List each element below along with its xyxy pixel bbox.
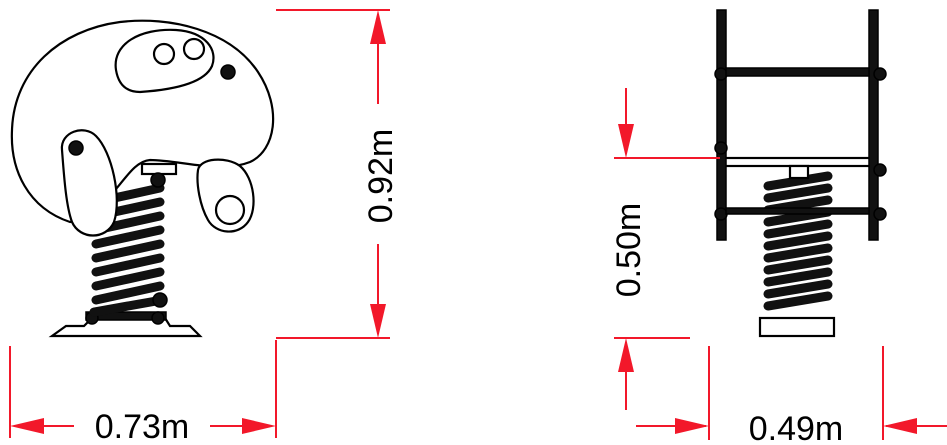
side-height-label: 0.92m — [362, 129, 400, 224]
front-width-label: 0.49m — [749, 410, 844, 445]
front-side-panel-right — [868, 9, 887, 241]
side-view — [10, 19, 275, 338]
front-lower-crossbar — [725, 207, 870, 215]
side-spring — [89, 183, 168, 317]
dimension-side-width: 0.73m — [9, 340, 277, 445]
front-top-crossbar — [725, 67, 870, 77]
side-seat-bracket — [140, 162, 178, 188]
front-view — [714, 9, 887, 338]
front-spring — [763, 171, 833, 311]
dimension-front-width: 0.49m — [636, 346, 947, 445]
front-seat-plate — [720, 156, 874, 180]
dimension-side-height: 0.92m — [276, 9, 400, 339]
front-seat-height-label: 0.50m — [610, 203, 648, 298]
side-width-label: 0.73m — [95, 408, 190, 445]
side-handle-left — [60, 129, 118, 237]
dimension-front-seat-height: 0.50m — [610, 88, 720, 410]
front-base-plate — [758, 316, 836, 338]
side-eye-plate — [114, 28, 236, 94]
front-side-panel-left — [714, 9, 728, 241]
side-base-plate — [48, 311, 203, 338]
side-handle-right — [196, 158, 255, 233]
